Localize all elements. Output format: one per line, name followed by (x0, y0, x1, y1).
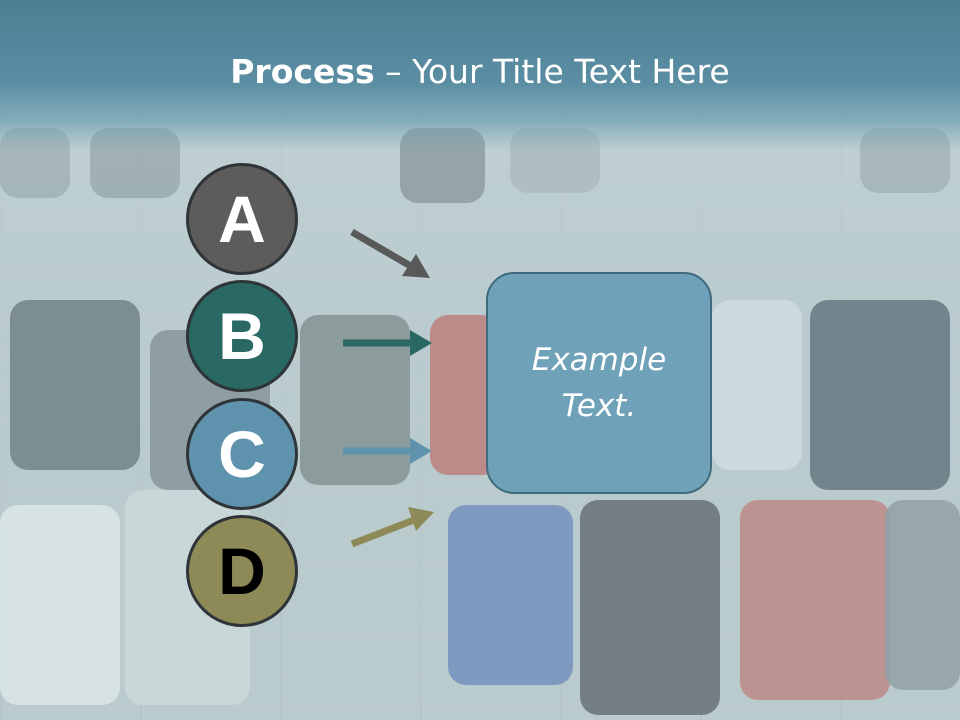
car-shape (810, 300, 950, 490)
arrow-c-icon (343, 438, 432, 464)
title-rest: – Your Title Text Here (374, 52, 730, 91)
slide-title: Process – Your Title Text Here (0, 52, 960, 91)
arrow-b-icon (343, 330, 432, 356)
car-shape (0, 505, 120, 705)
step-d-circle: D (186, 515, 298, 627)
step-d-letter: D (218, 534, 266, 608)
car-shape (712, 300, 802, 470)
step-c-circle: C (186, 398, 298, 510)
result-box: Example Text. (486, 272, 712, 494)
step-a-circle: A (186, 163, 298, 275)
title-bold: Process (230, 52, 375, 91)
arrow-a-icon (350, 228, 430, 278)
step-c-letter: C (218, 417, 266, 491)
car-shape (10, 300, 140, 470)
car-shape (885, 500, 960, 690)
step-a-letter: A (218, 182, 266, 256)
car-shape (580, 500, 720, 715)
car-shape (740, 500, 890, 700)
result-box-text: Example Text. (531, 342, 667, 424)
car-shape (448, 505, 573, 685)
step-b-letter: B (218, 299, 266, 373)
step-b-circle: B (186, 280, 298, 392)
arrow-d-icon (350, 507, 434, 548)
title-bar (0, 0, 960, 150)
